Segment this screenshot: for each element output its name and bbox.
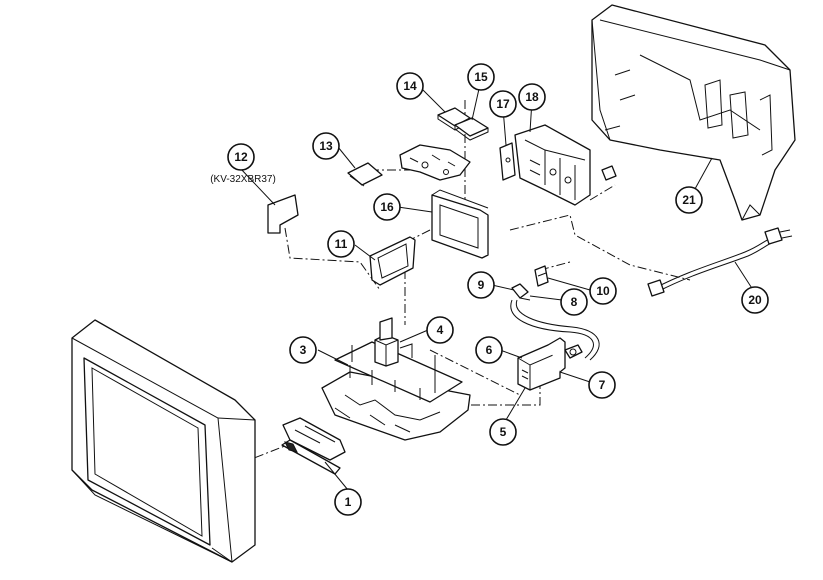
part-13-small-board [347, 162, 383, 187]
svg-text:8: 8 [571, 295, 578, 309]
svg-text:20: 20 [748, 293, 762, 307]
callout-18: 18 [518, 83, 546, 111]
svg-text:16: 16 [380, 200, 394, 214]
callout-16: 16 [373, 193, 401, 221]
svg-text:4: 4 [437, 323, 444, 337]
part-16-board [431, 189, 489, 259]
part-17-bracket [499, 142, 516, 181]
svg-text:18: 18 [525, 90, 539, 104]
svg-text:14: 14 [403, 79, 417, 93]
callout-20: 20 [741, 286, 769, 314]
callout-4: 4 [426, 316, 454, 344]
part-21-rear-cabinet [591, 4, 796, 221]
svg-text:17: 17 [496, 97, 510, 111]
model-note: (KV-32XBR37) [210, 174, 276, 185]
callout-5: 5 [489, 418, 517, 446]
callout-10: 10 [589, 277, 617, 305]
callout-8: 8 [560, 288, 588, 316]
callout-1: 1 [334, 488, 362, 516]
svg-text:5: 5 [500, 425, 507, 439]
svg-text:11: 11 [335, 237, 348, 251]
callout-15: 15 [467, 63, 495, 91]
svg-text:13: 13 [319, 139, 333, 153]
part-20-power-cord [647, 227, 793, 297]
part-14-15-modules [437, 107, 489, 141]
callout-6: 6 [475, 336, 503, 364]
callout-3: 3 [289, 336, 317, 364]
callout-21: 21 [675, 186, 703, 214]
callout-9: 9 [467, 271, 495, 299]
callout-13: 13 [312, 132, 340, 160]
part-4-flyback-transformer [374, 317, 413, 367]
svg-text:6: 6 [486, 343, 493, 357]
svg-text:1: 1 [345, 495, 352, 509]
callout-17: 17 [489, 90, 517, 118]
callout-14: 14 [396, 72, 424, 100]
part-8-9-10-switch [511, 265, 549, 301]
part-11-board [369, 236, 416, 286]
svg-text:21: 21 [682, 193, 696, 207]
svg-text:7: 7 [599, 378, 606, 392]
svg-text:3: 3 [300, 343, 307, 357]
callout-12: 12 [227, 143, 255, 171]
svg-text:9: 9 [478, 278, 485, 292]
part-12-board [267, 194, 299, 234]
svg-text:10: 10 [596, 284, 610, 298]
svg-text:12: 12 [234, 150, 248, 164]
tv-front-cabinet [71, 319, 256, 563]
callout-7: 7 [588, 371, 616, 399]
part-5-6-7-power-block [517, 337, 583, 391]
svg-text:15: 15 [474, 70, 488, 84]
mounting-bracket [399, 144, 471, 181]
part-3-main-chassis [321, 341, 471, 441]
part-1-front-bracket [281, 417, 346, 475]
internal-cable [510, 299, 600, 361]
part-18-frame [514, 124, 617, 206]
callout-11: 11 [327, 230, 355, 258]
